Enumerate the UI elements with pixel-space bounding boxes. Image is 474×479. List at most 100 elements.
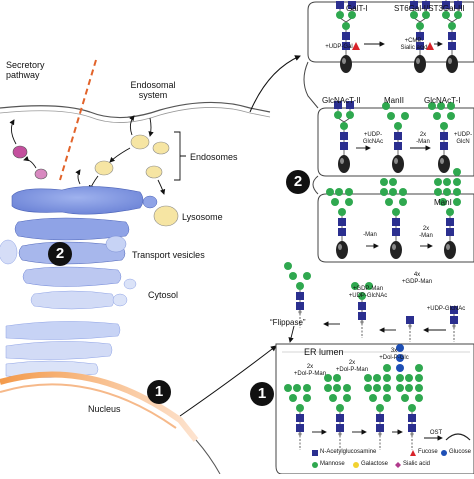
lumen-step-c: 3x +Dol-P-Glc (379, 348, 409, 361)
mannose-residue (434, 188, 442, 196)
mannose-residue (336, 404, 344, 412)
mannose-residue (296, 282, 304, 290)
glcnac-residue (336, 414, 344, 422)
glcnac-residue (454, 1, 462, 9)
endosomal-system-label: Endosomal system (130, 80, 176, 100)
mani-label: ManI (434, 198, 452, 207)
glcnact-ii-label: GlcNAcT-II (322, 96, 361, 105)
endosome (145, 165, 163, 179)
cytosol-label: Cytosol (148, 290, 179, 300)
mannose-residue (303, 384, 311, 392)
protein-icon (438, 155, 450, 173)
mannose-residue (434, 178, 442, 186)
protein-highlight (342, 58, 346, 64)
glucose-residue (396, 354, 404, 362)
st6gal-label: ST6Gal-I/ST3Gal-III (394, 4, 465, 13)
mannose-residue (415, 384, 423, 392)
mannose-residue (401, 112, 409, 120)
mannose-residue (324, 374, 332, 382)
mannose-residue (293, 384, 301, 392)
glcnac-residue (446, 218, 454, 226)
protein-icon (390, 241, 402, 259)
protein-highlight (338, 244, 342, 250)
mannose-residue (348, 11, 356, 19)
mannose-residue (373, 374, 381, 382)
mannose-residue (329, 394, 337, 402)
golgi-apparatus (0, 169, 158, 310)
mannose-residue (324, 384, 332, 392)
mannose-residue (364, 384, 372, 392)
mannose-residue (333, 374, 341, 382)
mannose-residue (433, 112, 441, 120)
protein-icon (414, 55, 426, 73)
mannose-residue (284, 262, 292, 270)
secretory-vesicle (12, 145, 28, 159)
mannose-residue (443, 178, 451, 186)
plasma-membrane (0, 101, 271, 119)
mannose-residue (335, 188, 343, 196)
mannose-residue (453, 188, 461, 196)
golgi-badge: 2 (48, 242, 72, 266)
mannose-residue (303, 272, 311, 280)
fucose-residue (426, 42, 434, 50)
mannose-residue (437, 102, 445, 110)
mannose-residue (289, 394, 297, 402)
mannose-residue (399, 198, 407, 206)
glcnac-residue (358, 312, 366, 320)
glcnac-residue (440, 132, 448, 140)
glcnac-residue (342, 42, 350, 50)
phosphate (408, 324, 412, 328)
secretory-vesicle (34, 168, 48, 180)
udp-glcnac-step: +UDP- GlcNAc (362, 132, 384, 145)
mannose-residue (336, 11, 344, 19)
glcnac-residue (336, 424, 344, 432)
mannose-residue (443, 188, 451, 196)
protein-highlight (416, 58, 420, 64)
glcnac-residue (376, 414, 384, 422)
man-step: -Man (363, 232, 377, 238)
mannose-residue (385, 198, 393, 206)
mannose-residue (326, 188, 334, 196)
mannose-residue (453, 198, 461, 206)
glcnac-residue (416, 42, 424, 50)
endosome (94, 160, 114, 176)
mannose-residue (415, 374, 423, 382)
glcnac-residue (442, 1, 450, 9)
protein-icon (336, 241, 348, 259)
glycan-structures (284, 0, 471, 450)
mannose-residue (453, 178, 461, 186)
udp-gal-step: +UDP-Gal (325, 44, 353, 50)
mannose-residue (396, 384, 404, 392)
mannose-residue (396, 374, 404, 382)
glcnac-residue (358, 302, 366, 310)
mannose-residue (415, 394, 423, 402)
transport-vesicles-label: Transport vesicles (132, 250, 205, 260)
secretory-pathway-label: Secretory pathway (6, 60, 45, 80)
mannose-residue (394, 122, 402, 130)
nuclear-envelope (0, 371, 199, 442)
mannose-residue (387, 112, 395, 120)
mannose-residue (447, 102, 455, 110)
glcnac-residue (392, 218, 400, 226)
protein-icon (338, 155, 350, 173)
mannose-residue (415, 364, 423, 372)
legend-mannose: Mannose (320, 461, 345, 467)
lumen-step-b: 2x +Dol-P-Man (335, 360, 369, 373)
glcnac-residue (408, 414, 416, 422)
mannose-residue (440, 122, 448, 130)
glcnac-residue (296, 302, 304, 310)
mannose-residue (405, 374, 413, 382)
cyto-step-a: 4x +GDP-Man (401, 272, 433, 285)
glcnac-residue (340, 142, 348, 150)
phosphate (410, 432, 414, 436)
mannose-residue (340, 122, 348, 130)
mannose-residue (358, 292, 366, 300)
phosphate (378, 432, 382, 436)
man-2x-step: 2x -Man (416, 132, 430, 145)
lysosome (153, 205, 179, 227)
legend-symbols (312, 450, 447, 468)
glcnact-i-label: GlcNAcT-I (424, 96, 461, 105)
mannose-residue (392, 208, 400, 216)
mannose-residue (364, 374, 372, 382)
